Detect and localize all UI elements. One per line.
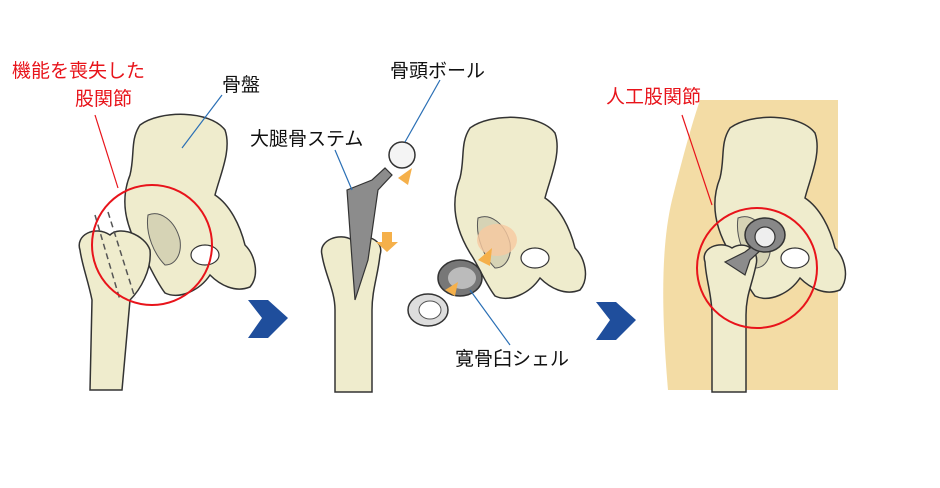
leader-line [94, 114, 119, 189]
leader-line [681, 114, 713, 206]
femoral-head-ball [388, 141, 416, 169]
shell-inner-surface [448, 267, 476, 289]
femur-bone [78, 230, 151, 391]
label-lost-function-hip-2: 股関節 [75, 88, 133, 110]
insertion-arrow-icon [376, 232, 398, 252]
insertion-arrow-icon [478, 248, 492, 266]
damage-dashed-lines [94, 211, 136, 301]
label-femoral-stem: 大腿骨ステム [250, 128, 364, 150]
liner-hole [418, 300, 442, 320]
insertion-arrow-icon [445, 282, 458, 296]
leader-line [404, 79, 441, 143]
label-acetabular-shell: 寛骨臼シェル [455, 348, 570, 370]
panel-components [320, 79, 587, 393]
insertion-arrow-icon [398, 168, 412, 185]
panel-diseased-hip [78, 94, 257, 391]
highlight-circle [91, 184, 213, 306]
label-pelvis: 骨盤 [222, 74, 261, 96]
acetabulum-area [477, 224, 517, 256]
leader-line [334, 149, 353, 191]
femur-bone [320, 236, 382, 393]
label-femoral-head-ball: 骨頭ボール [390, 60, 486, 82]
leader-line [181, 94, 223, 149]
highlight-circle [696, 207, 818, 329]
label-artificial-hip: 人工股関節 [606, 86, 702, 108]
panel-artificial-hip [663, 100, 847, 393]
femoral-head-ball [754, 226, 776, 248]
leader-line [469, 289, 511, 346]
femoral-stem-implant [346, 167, 393, 301]
label-lost-function-hip: 機能を喪失した [12, 60, 146, 82]
step-arrow-icon [596, 302, 636, 340]
step-arrow-icon [248, 300, 288, 338]
femur-bone [703, 244, 758, 393]
